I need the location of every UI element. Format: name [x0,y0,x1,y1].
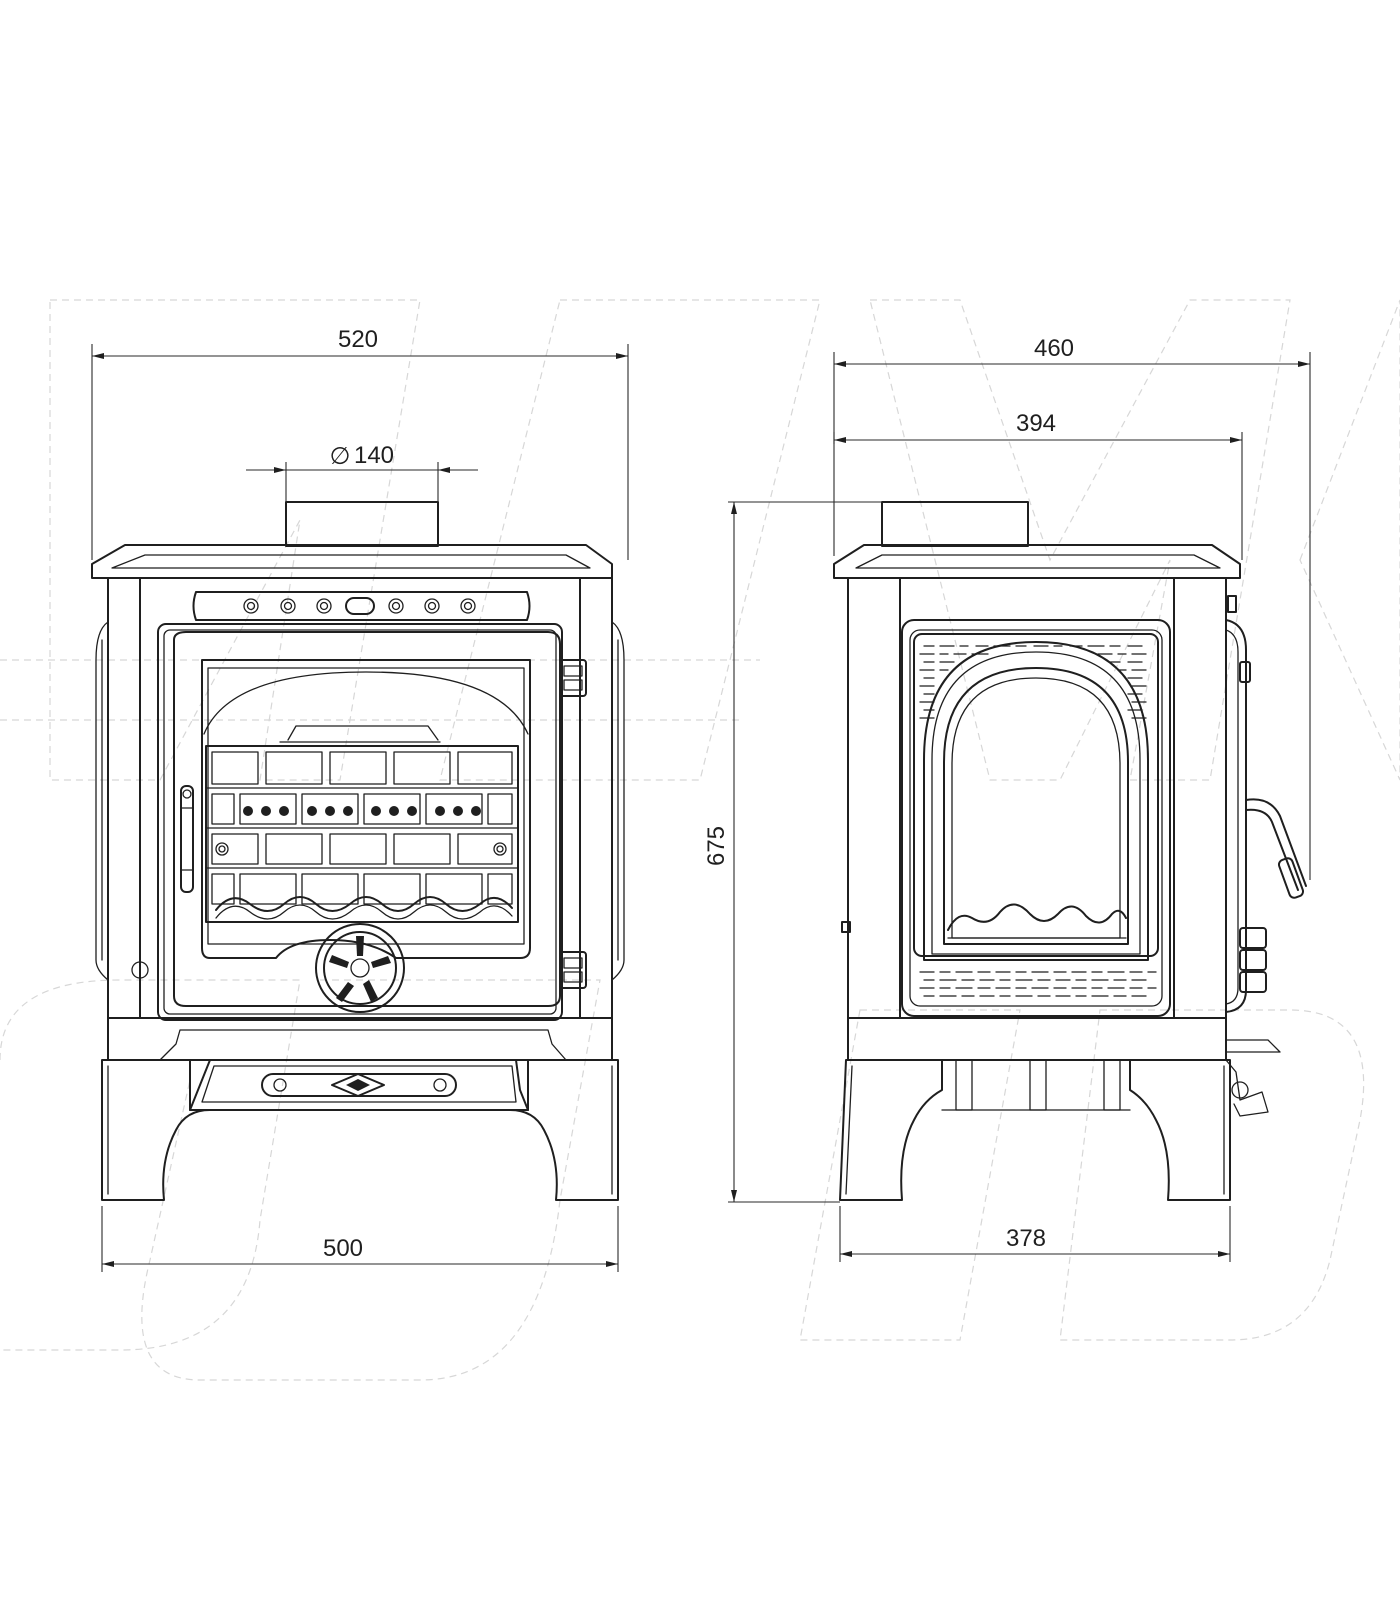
dim-height-label: 675 [703,826,730,866]
dim-side-depth-label: 460 [1034,335,1074,362]
left-leg [101,1059,211,1201]
watermark [0,299,1400,1381]
flue-collar-front [285,501,439,547]
door-glass [201,659,531,959]
flue-collar-side [881,501,1029,547]
side-handle [1245,798,1307,887]
dim-front-base-label: 500 [323,1235,363,1262]
right-leg [509,1059,619,1201]
side-leg-right [1129,1059,1231,1201]
bottom-hinge [559,951,587,989]
dimension-labels: 520 ∅ 140 500 460 394 675 378 [323,326,1074,1262]
door-latch-knob [131,961,149,979]
dim-flue-diameter-label: 140 [354,442,394,469]
top-hinge [559,659,587,697]
top-plate-side [833,544,1241,579]
side-leg-left [839,1059,943,1201]
flue-diameter-symbol: ∅ [330,443,351,470]
side-panel [913,633,1159,957]
side-arched-window [923,641,1149,961]
spin-air-control [315,923,405,1013]
front-door [173,631,561,1007]
left-post [107,577,141,1019]
firebrick-panel [205,745,519,923]
door-profile [1225,619,1247,1013]
stove-side-view [833,501,1307,1201]
dim-side-base-label: 378 [1006,1225,1046,1252]
top-plate-front [91,544,613,579]
air-control-bar [192,591,531,621]
door-handle [180,785,194,893]
dimension-lines [91,344,1311,1272]
stove-front-view [91,501,625,1201]
dim-side-body-label: 394 [1016,410,1056,437]
dim-front-width-label: 520 [338,326,378,353]
